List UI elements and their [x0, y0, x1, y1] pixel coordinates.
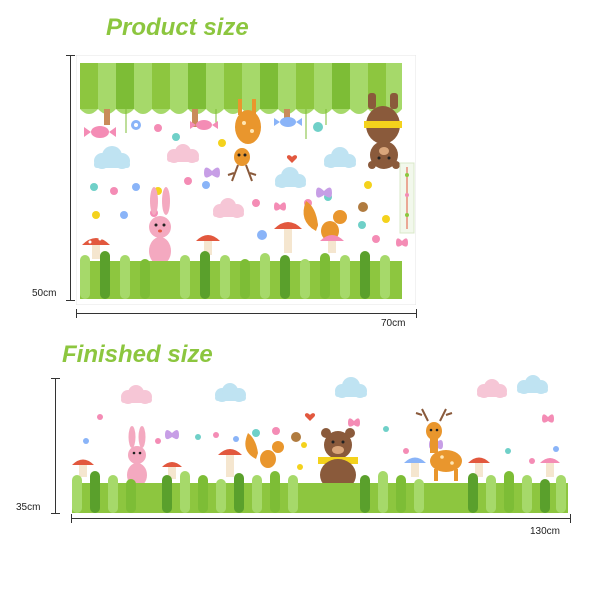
bear-icon	[318, 428, 358, 491]
finished-wall-artwork	[72, 375, 568, 513]
rabbit-icon	[149, 187, 171, 265]
finished-width-label: 130cm	[530, 526, 561, 537]
product-width-label: 70cm	[381, 318, 406, 329]
mushroom-icon	[72, 449, 560, 479]
product-height-label: 50cm	[32, 288, 57, 299]
butterfly-icon	[204, 167, 408, 247]
product-size-heading: Product size	[106, 14, 249, 41]
cloud-icon	[94, 144, 356, 218]
grass-row	[72, 471, 568, 513]
grass-row	[80, 251, 402, 299]
butterfly-icon	[165, 414, 554, 450]
cloud-icon	[121, 375, 548, 404]
deer-icon	[415, 408, 462, 481]
height-chart-icon	[399, 162, 415, 234]
tree-canopy	[80, 63, 402, 127]
mushroom-icon	[82, 222, 344, 259]
product-sheet-artwork	[76, 55, 416, 305]
squirrel-icon	[303, 201, 368, 241]
rabbit-icon	[127, 426, 147, 487]
deer-icon	[227, 99, 261, 182]
finished-size-heading: Finished size	[62, 341, 213, 368]
squirrel-icon	[245, 432, 301, 468]
candy-icon	[84, 117, 302, 138]
bear-icon	[364, 93, 402, 169]
flower-icon	[83, 414, 559, 470]
finished-height-label: 35cm	[16, 502, 41, 513]
